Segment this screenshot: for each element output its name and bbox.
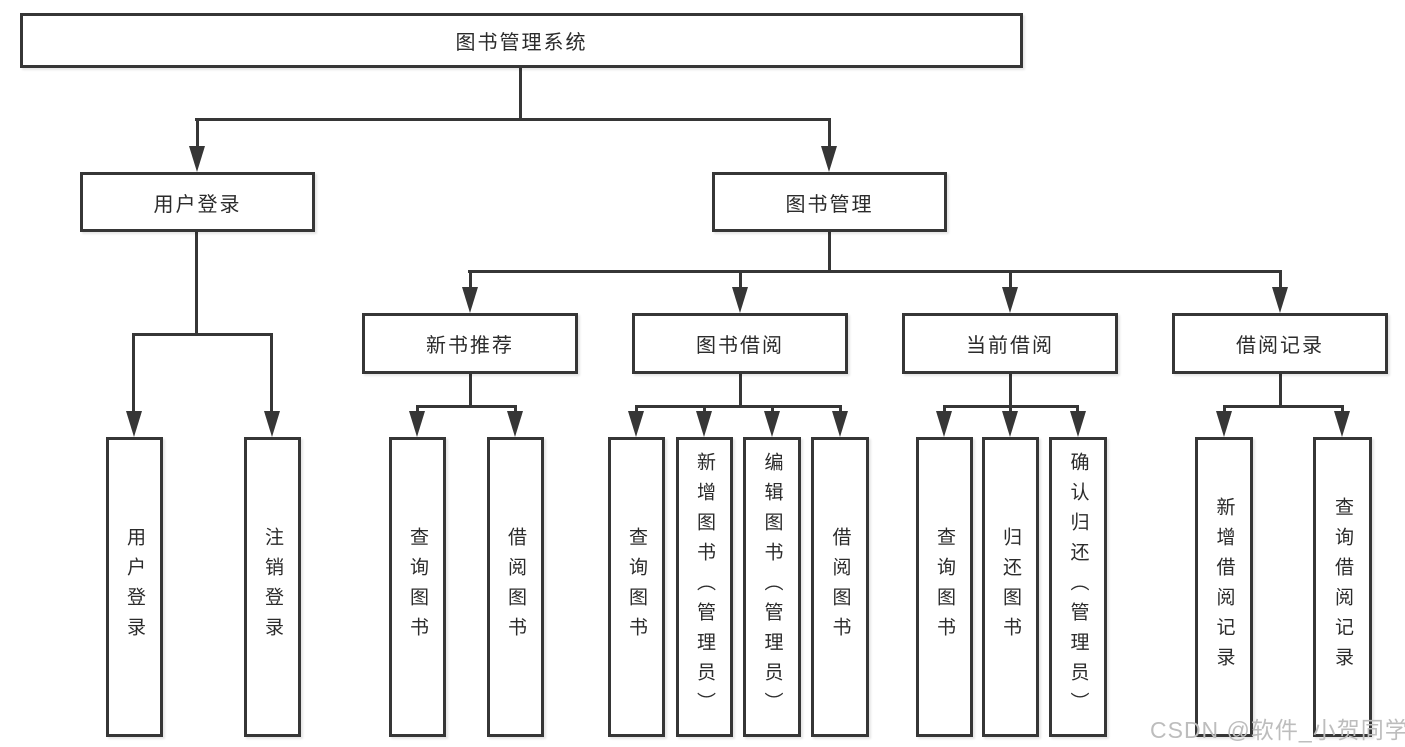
- connector-segment: [1279, 270, 1282, 292]
- csdn-watermark: CSDN @软件_小贺同学: [1150, 717, 1405, 743]
- leaf-query-books-recommend: 查询图书: [389, 437, 446, 737]
- leaf-query-books-borrowing: 查询图书: [608, 437, 665, 737]
- arrowhead: [1070, 411, 1086, 437]
- connector-segment: [1223, 405, 1343, 408]
- connector-segment: [739, 270, 742, 292]
- connector-segment: [270, 333, 273, 415]
- leaf-add-borrow-record-label: 新增借阅记录: [1213, 497, 1235, 677]
- connector-segment: [1223, 405, 1226, 415]
- arrowhead: [507, 411, 523, 437]
- node-user-login-label: 用户登录: [153, 193, 242, 216]
- arrowhead: [1216, 411, 1232, 437]
- connector-segment: [703, 405, 706, 415]
- node-user-login: 用户登录: [80, 172, 315, 232]
- arrowhead: [1334, 411, 1350, 437]
- leaf-query-books-recommend-label: 查询图书: [407, 527, 428, 647]
- node-current-borrowing-label: 当前借阅: [966, 335, 1054, 357]
- leaf-user-login-label: 用户登录: [124, 527, 145, 647]
- leaf-borrow-books-recommend-label: 借阅图书: [505, 527, 526, 647]
- arrowhead: [832, 411, 848, 437]
- connector-segment: [416, 405, 516, 408]
- node-root-label: 图书管理系统: [455, 32, 588, 54]
- arrowhead: [126, 411, 142, 437]
- node-book-borrowing: 图书借阅: [632, 313, 848, 374]
- node-borrowing-records: 借阅记录: [1172, 313, 1388, 374]
- arrowhead: [764, 411, 780, 437]
- connector-segment: [196, 118, 199, 152]
- node-current-borrowing: 当前借阅: [902, 313, 1118, 374]
- connector-segment: [195, 232, 198, 335]
- leaf-edit-books-admin: 编辑图书（管理员）: [743, 437, 801, 737]
- connector-segment: [132, 333, 135, 415]
- node-book-management-label: 图书管理: [785, 193, 874, 216]
- arrowhead: [1272, 287, 1288, 313]
- connector-segment: [1341, 405, 1344, 415]
- leaf-borrow-books-label: 借阅图书: [829, 527, 851, 647]
- connector-segment: [635, 405, 638, 415]
- connector-segment: [828, 118, 831, 152]
- connector-segment: [739, 373, 742, 408]
- leaf-return-books: 归还图书: [982, 437, 1039, 737]
- connector-segment: [416, 405, 419, 415]
- leaf-query-borrow-record-label: 查询借阅记录: [1332, 497, 1353, 677]
- connector-segment: [519, 68, 522, 120]
- leaf-add-borrow-record: 新增借阅记录: [1195, 437, 1253, 737]
- connector-segment: [1076, 405, 1079, 415]
- leaf-query-books-borrowing-label: 查询图书: [626, 527, 647, 647]
- leaf-add-books-admin: 新增图书（管理员）: [676, 437, 733, 737]
- leaf-add-books-admin-label: 新增图书（管理员）: [694, 452, 715, 722]
- connector-segment: [195, 118, 831, 121]
- leaf-query-books-current-label: 查询图书: [934, 527, 955, 647]
- arrowhead: [821, 146, 837, 172]
- node-borrowing-records-label: 借阅记录: [1236, 335, 1324, 357]
- connector-segment: [1279, 373, 1282, 408]
- connector-segment: [635, 405, 841, 408]
- leaf-user-login: 用户登录: [106, 437, 163, 737]
- node-book-borrowing-label: 图书借阅: [696, 335, 784, 357]
- node-root: 图书管理系统: [20, 13, 1023, 68]
- connector-segment: [943, 405, 946, 415]
- arrowhead: [936, 411, 952, 437]
- connector-segment: [839, 405, 842, 415]
- arrowhead: [1002, 411, 1018, 437]
- leaf-edit-books-admin-label: 编辑图书（管理员）: [761, 452, 783, 722]
- leaf-logout: 注销登录: [244, 437, 301, 737]
- arrowhead: [462, 287, 478, 313]
- connector-segment: [132, 333, 273, 336]
- leaf-return-books-label: 归还图书: [1000, 527, 1021, 647]
- arrowhead: [189, 146, 205, 172]
- connector-segment: [1009, 405, 1012, 415]
- leaf-borrow-books: 借阅图书: [811, 437, 869, 737]
- leaf-confirm-return-admin-label: 确认归还（管理员）: [1067, 452, 1089, 722]
- node-new-book-recommendation: 新书推荐: [362, 313, 578, 374]
- arrowhead: [696, 411, 712, 437]
- leaf-query-books-current: 查询图书: [916, 437, 973, 737]
- node-book-management: 图书管理: [712, 172, 947, 232]
- connector-segment: [469, 373, 472, 408]
- arrowhead: [628, 411, 644, 437]
- connector-segment: [771, 405, 774, 415]
- leaf-query-borrow-record: 查询借阅记录: [1313, 437, 1372, 737]
- connector-segment: [1009, 373, 1012, 408]
- arrowhead: [264, 411, 280, 437]
- connector-segment: [1009, 270, 1012, 292]
- node-new-book-recommendation-label: 新书推荐: [426, 335, 514, 357]
- leaf-confirm-return-admin: 确认归还（管理员）: [1049, 437, 1107, 737]
- connector-segment: [828, 232, 831, 273]
- arrowhead: [1002, 287, 1018, 313]
- connector-segment: [469, 270, 472, 292]
- leaf-borrow-books-recommend: 借阅图书: [487, 437, 544, 737]
- connector-segment: [468, 270, 1282, 273]
- leaf-logout-label: 注销登录: [262, 527, 283, 647]
- connector-segment: [514, 405, 517, 415]
- arrowhead: [732, 287, 748, 313]
- arrowhead: [409, 411, 425, 437]
